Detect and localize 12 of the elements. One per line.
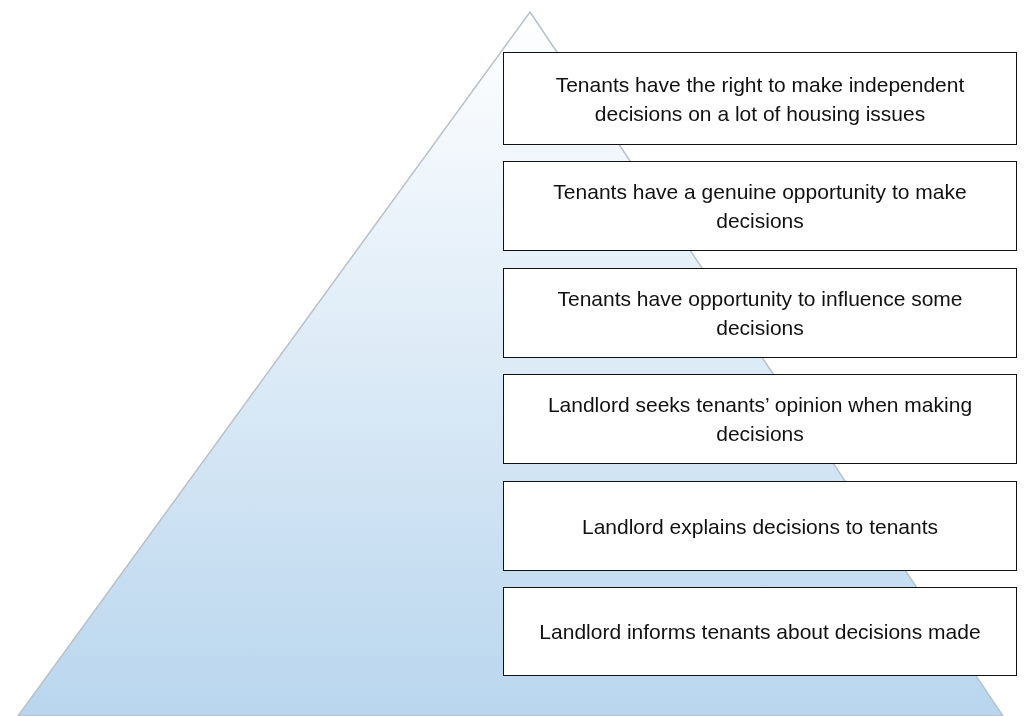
level-text: Tenants have a genuine opportunity to make decisions [552, 179, 968, 234]
level-box [503, 268, 1017, 358]
level-box [503, 52, 1017, 145]
level-text: Landlord explains decisions to tenants [580, 513, 940, 540]
level-box [503, 374, 1017, 464]
level-text: Tenants have opportunity to influence some decisions [556, 286, 964, 341]
level-text: Landlord informs tenants about decisions made [538, 619, 982, 645]
level-box [503, 587, 1017, 676]
level-box [503, 161, 1017, 251]
level-text: Tenants have the right to make independent decisions on a lot of housing issues [554, 71, 966, 127]
level-box [503, 481, 1017, 571]
level-text: Landlord seeks tenants’ opinion when making decisions [546, 392, 974, 447]
